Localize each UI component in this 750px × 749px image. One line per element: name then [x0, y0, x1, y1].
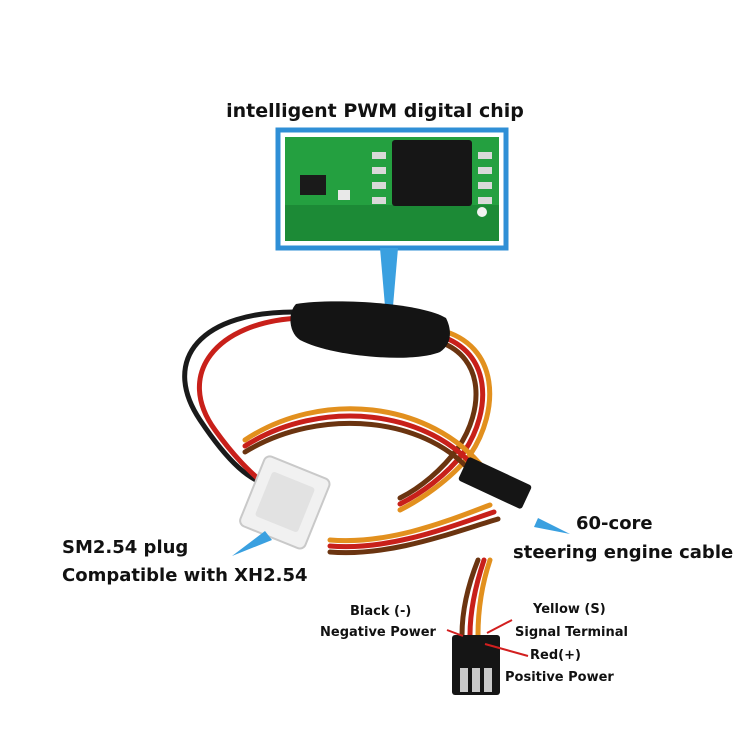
yellow-wire-label: Yellow (S): [533, 602, 606, 617]
cable-core-label: 60-core: [576, 513, 653, 534]
pwm-chip-icon: [392, 140, 472, 206]
heat-shrink-sleeve: [290, 301, 450, 358]
servo-male-connector: [452, 635, 500, 695]
plug-compat-label: Compatible with XH2.54: [62, 565, 308, 586]
pcb-pads: [372, 152, 492, 204]
plug-callout-arrow: [232, 531, 272, 556]
red-wire-label: Red(+): [530, 648, 581, 663]
pcb-component-2: [338, 190, 350, 200]
black-wire-label: Black (-): [350, 604, 412, 619]
signal-terminal-label: Signal Terminal: [515, 625, 628, 640]
sm254-plug: [239, 455, 331, 550]
negative-power-label: Negative Power: [320, 625, 436, 640]
cable-callout-arrow: [534, 518, 570, 534]
positive-power-label: Positive Power: [505, 670, 614, 685]
plug-label: SM2.54 plug: [62, 537, 189, 558]
cable-type-label: steering engine cable: [513, 542, 734, 563]
pcb-edge: [285, 205, 499, 241]
wire-loop: [182, 309, 501, 638]
pcb-component: [300, 175, 326, 195]
chip-title: intelligent PWM digital chip: [226, 100, 524, 122]
pin-arrows: [446, 619, 529, 657]
servo-female-connector: [458, 457, 532, 509]
chip-closeup: [275, 127, 509, 251]
chip-callout: [380, 248, 398, 318]
